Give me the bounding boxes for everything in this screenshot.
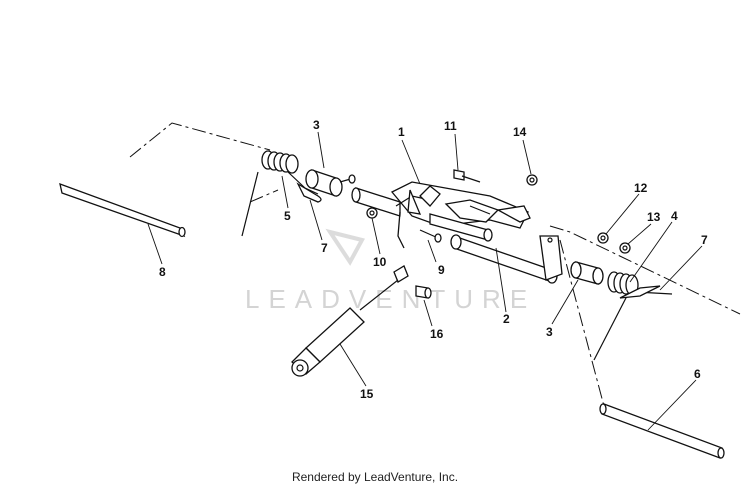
callout-12: 12 [634,181,648,195]
nut-13 [619,242,631,254]
callout-7-right: 7 [701,233,708,247]
bushing-right [570,261,604,285]
footer-credit: Rendered by LeadVenture, Inc. [291,470,459,484]
nut-14 [526,174,538,186]
callout-3-right: 3 [546,325,553,339]
lift-arm [429,213,563,284]
damper [291,265,409,377]
callout-2: 2 [503,312,510,326]
watermark: LEADVENTURE [245,228,536,314]
rod-left [59,182,186,238]
callout-7-left: 7 [321,241,328,255]
bolt-9 [419,229,442,243]
spring-hook-left [296,182,322,203]
rod-right [599,403,725,459]
bushing-16 [415,285,432,299]
callout-16: 16 [430,327,444,341]
callout-3-left: 3 [313,118,320,132]
watermark-text: LEADVENTURE [245,284,536,314]
callout-14: 14 [513,125,527,139]
bolt-11 [453,169,481,183]
spring-right [593,271,673,361]
spring-left [241,150,319,237]
callout-11: 11 [444,119,457,133]
lift-bracket [390,181,531,249]
callout-4: 4 [671,209,678,223]
callout-9: 9 [438,263,445,277]
callout-8: 8 [159,265,166,279]
center-lines [129,122,741,411]
pin-left [339,174,356,184]
bushing-left [305,169,343,197]
callout-15: 15 [360,387,374,401]
callout-1: 1 [398,125,405,139]
callout-13: 13 [647,210,661,224]
nut-10 [366,207,378,219]
spring-hook-right [619,285,661,299]
callouts: 1 11 14 3 5 7 8 10 9 16 15 2 3 12 13 4 7… [159,118,708,401]
nut-12 [597,232,609,244]
callout-6: 6 [694,367,701,381]
callout-10: 10 [373,255,387,269]
callout-5: 5 [284,209,291,223]
leader-lines [147,131,703,431]
